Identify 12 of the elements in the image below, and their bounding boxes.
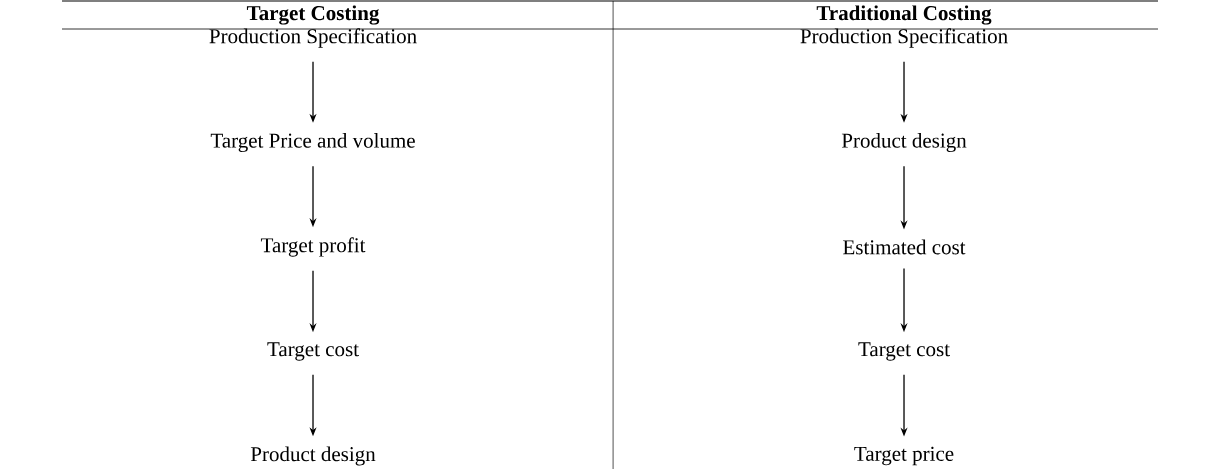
column-header: Traditional Costing: [816, 5, 992, 25]
column-header: Target Costing: [246, 5, 380, 25]
flow-step: Target Price and volume: [210, 132, 415, 153]
flow-step: Target cost: [858, 342, 950, 361]
flow-step: Production Specification: [800, 28, 1008, 48]
flow-step: Production Specification: [209, 28, 417, 48]
flow-step: Target profit: [260, 237, 366, 257]
flow-step: Product design: [841, 132, 967, 153]
flow-step: Product design: [250, 446, 376, 466]
flow-step: Estimated cost: [843, 239, 966, 255]
flow-step: Target price: [854, 446, 954, 466]
flow-step: Target cost: [267, 342, 359, 361]
